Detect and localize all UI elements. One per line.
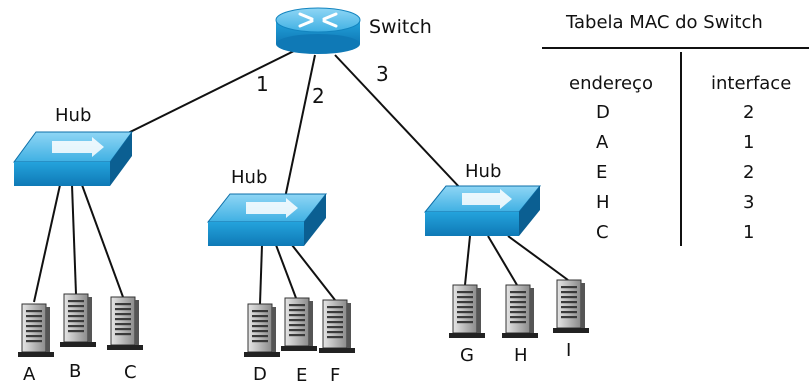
host-label: C <box>124 362 137 383</box>
host-a: A <box>18 303 54 383</box>
server-icon <box>60 293 96 347</box>
hosts: A B C D E F G H I <box>18 279 589 383</box>
host-b: B <box>60 293 96 382</box>
host-d: D <box>244 303 280 383</box>
host-f: F <box>319 299 355 383</box>
hub-label: Hub <box>231 167 267 188</box>
link-hub2-E <box>275 244 297 299</box>
mac-table-row: E 2 <box>596 162 754 183</box>
server-icon <box>18 303 54 357</box>
mac-address-cell: H <box>596 192 610 213</box>
host-label: E <box>296 365 307 383</box>
mac-table-row: H 3 <box>596 192 754 213</box>
hub-1: Hub <box>13 105 133 186</box>
hub-icon <box>206 193 328 246</box>
mac-table-title: Tabela MAC do Switch <box>565 12 763 33</box>
mac-address-cell: A <box>596 132 609 153</box>
host-label: A <box>23 364 36 383</box>
link-hub2-F <box>291 244 336 301</box>
mac-address-cell: D <box>596 102 610 123</box>
host-label: B <box>69 361 81 382</box>
host-g: G <box>449 284 485 366</box>
link-hub1-B <box>71 184 77 295</box>
mac-table: Tabela MAC do Switch endereço interface … <box>542 12 809 246</box>
server-icon <box>502 284 538 338</box>
hub-2: Hub <box>206 167 328 246</box>
server-icon <box>281 297 317 351</box>
host-label: I <box>566 340 571 361</box>
mac-interface-cell: 2 <box>743 162 754 183</box>
link-hub2-D <box>259 244 263 305</box>
host-label: H <box>514 345 528 366</box>
server-icon <box>449 284 485 338</box>
mac-address-cell: C <box>596 222 609 243</box>
hub-icon <box>423 185 542 236</box>
server-icon <box>319 299 355 353</box>
mac-table-row: A 1 <box>596 132 754 153</box>
host-h: H <box>502 284 538 366</box>
link-switch-hub1 <box>119 47 301 138</box>
host-label: F <box>330 365 340 383</box>
mac-table-row: D 2 <box>596 102 754 123</box>
switch-icon <box>275 7 361 54</box>
link-hub3-H <box>487 235 518 286</box>
mac-table-header-address: endereço <box>569 73 653 94</box>
switch-label: Switch <box>369 16 432 38</box>
mac-interface-cell: 1 <box>743 132 754 153</box>
hub-3: Hub <box>423 161 542 236</box>
link-hub1-C <box>81 184 124 298</box>
mac-interface-cell: 2 <box>743 102 754 123</box>
link-switch-hub3 <box>334 54 463 191</box>
link-switch-hub2 <box>284 54 316 199</box>
host-i: I <box>553 279 589 361</box>
host-label: G <box>460 345 474 366</box>
mac-address-cell: E <box>596 162 607 183</box>
server-icon <box>107 296 143 350</box>
link-hub3-I <box>507 235 569 281</box>
port-label-2: 2 <box>312 84 325 108</box>
host-e: E <box>281 297 317 383</box>
switch: Switch <box>275 7 432 54</box>
mac-table-row: C 1 <box>596 222 754 243</box>
link-hub1-A <box>33 184 61 303</box>
server-icon <box>244 303 280 357</box>
hub-label: Hub <box>55 105 91 126</box>
host-c: C <box>107 296 143 383</box>
server-icon <box>553 279 589 333</box>
host-label: D <box>253 364 267 383</box>
hub-icon <box>13 131 133 186</box>
port-label-1: 1 <box>256 72 269 96</box>
mac-table-header-interface: interface <box>711 73 791 94</box>
link-hub3-G <box>464 235 471 286</box>
mac-interface-cell: 3 <box>743 192 754 213</box>
mac-interface-cell: 1 <box>743 222 754 243</box>
hub-label: Hub <box>465 161 501 182</box>
links <box>33 47 569 305</box>
port-label-3: 3 <box>376 62 389 86</box>
